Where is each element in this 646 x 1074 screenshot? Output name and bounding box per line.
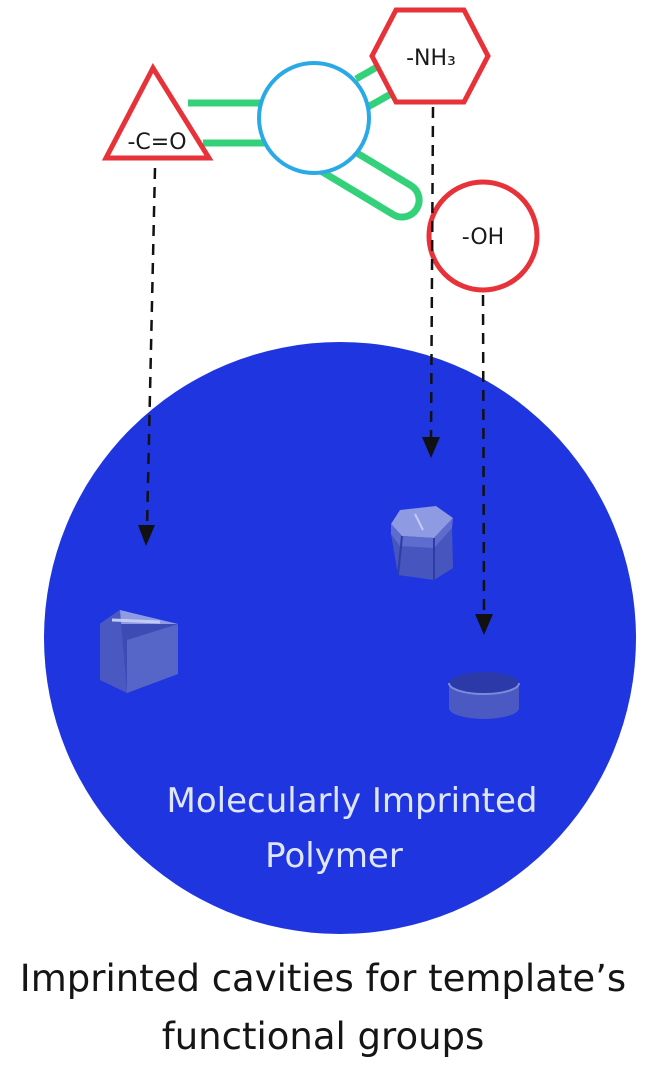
amine-group: -NH₃: [369, 7, 491, 105]
arrow-carbonyl: [145, 167, 157, 529]
arrowhead-carbonyl: [138, 525, 155, 546]
hydroxyl-group: -OH: [426, 179, 540, 293]
cavity-carbonyl: [100, 610, 178, 693]
hydroxyl-label: -OH: [462, 225, 504, 250]
amine-label: -NH₃: [406, 46, 456, 71]
arrow-heads: [138, 437, 493, 635]
diagram-caption: Imprinted cavities for template’s functi…: [0, 950, 646, 1066]
caption-line1: Imprinted cavities for template’s: [19, 957, 627, 1000]
arrowhead-hydroxyl: [475, 614, 493, 635]
cavity-hydroxyl: [448, 672, 520, 719]
dashed-arrows: [145, 106, 486, 618]
caption-line2: functional groups: [161, 1015, 485, 1058]
polymer-label-line1: Molecularly Imprinted: [167, 781, 538, 821]
arrowhead-amine: [422, 437, 440, 458]
linker-carbonyl: [188, 99, 268, 147]
carbonyl-group: -C=O: [101, 62, 214, 161]
template-molecule: -C=O -NH₃ -OH: [101, 7, 540, 293]
polymer-sphere: [44, 342, 636, 934]
template-core-circle: [257, 61, 371, 175]
arrow-hydroxyl: [481, 294, 486, 618]
carbonyl-label: -C=O: [127, 130, 186, 155]
polymer-label-line2: Polymer: [265, 836, 403, 876]
cavity-amine: [391, 506, 453, 580]
